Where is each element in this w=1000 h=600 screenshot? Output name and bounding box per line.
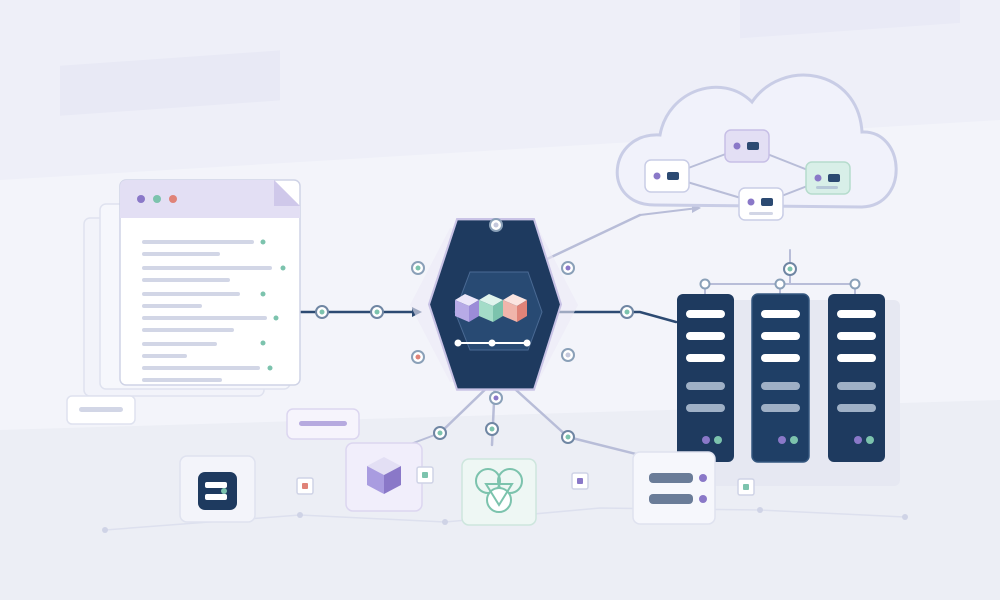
settings-panel-icon-tile: [632, 451, 716, 525]
app-icon-tile: [179, 455, 256, 523]
cube-icon-tile: [345, 442, 423, 512]
server-1: [677, 294, 734, 462]
hub-nodes: [315, 218, 861, 444]
cloud-network: [644, 129, 851, 221]
server-rack-icon: [677, 293, 900, 486]
label-card-center: [286, 408, 360, 440]
server-2: [751, 293, 810, 463]
marker-squares: [296, 466, 755, 496]
venn-triangle-icon-tile: [461, 458, 537, 526]
blockchain-hub-icon: [410, 218, 578, 391]
document-icon: [83, 179, 301, 397]
server-3: [828, 294, 885, 462]
label-card-left: [66, 395, 136, 425]
cloud-icon: [615, 73, 898, 221]
chain-cubes: [455, 294, 527, 322]
